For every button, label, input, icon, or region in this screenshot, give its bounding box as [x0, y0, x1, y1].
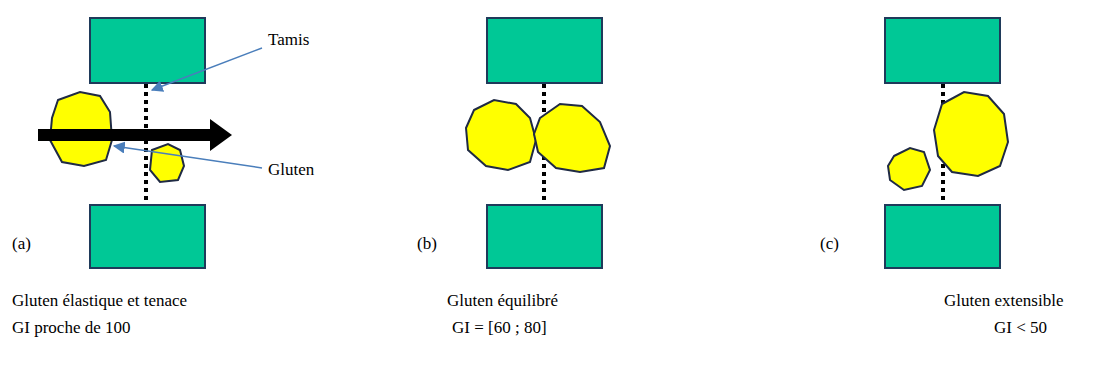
- leader-line: [152, 48, 262, 90]
- panel-letter: (a): [12, 234, 31, 254]
- support-block: [487, 205, 602, 268]
- panel-letter: (c): [820, 234, 839, 254]
- gluten-blob: [934, 92, 1008, 176]
- flow-arrow: [38, 119, 232, 151]
- panel-b: [466, 18, 610, 268]
- sieve-line: [144, 84, 148, 204]
- support-block: [90, 205, 205, 268]
- panel-a: [38, 18, 262, 268]
- leader-line: [114, 146, 262, 168]
- panel-letter: (b): [417, 234, 437, 254]
- caption-text: Gluten élastique et tenace: [12, 291, 187, 311]
- support-block: [885, 205, 1000, 268]
- caption-text: Gluten équilibré: [447, 291, 558, 311]
- part-label: Gluten: [268, 160, 314, 180]
- gluten-blob: [466, 100, 536, 170]
- part-label: Tamis: [268, 30, 309, 50]
- caption-text: GI < 50: [994, 318, 1047, 338]
- support-block: [90, 18, 205, 83]
- caption-text: Gluten extensible: [944, 291, 1063, 311]
- support-block: [487, 18, 602, 83]
- gluten-blob: [150, 144, 184, 182]
- caption-text: GI proche de 100: [12, 318, 131, 338]
- gluten-blob: [534, 104, 610, 172]
- support-block: [885, 18, 1000, 83]
- gluten-blob: [888, 148, 930, 190]
- caption-text: GI = [60 ; 80]: [452, 318, 547, 338]
- panel-c: [885, 18, 1008, 268]
